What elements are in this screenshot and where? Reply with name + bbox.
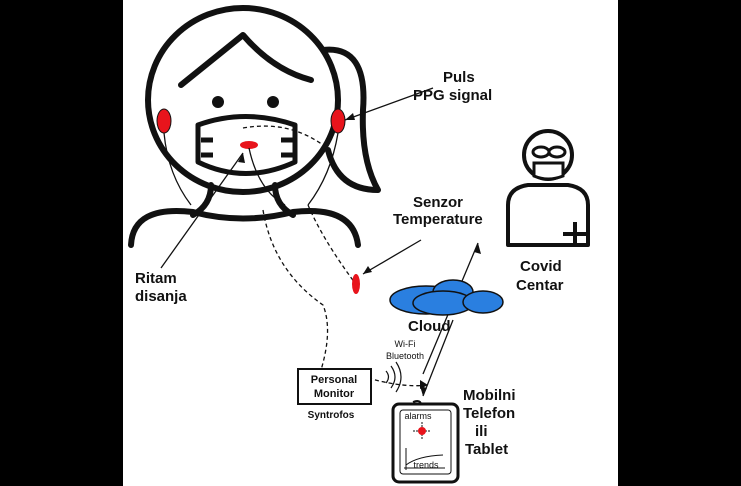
patient-right-eye xyxy=(267,96,279,108)
disanja-label: disanja xyxy=(135,288,187,305)
diagram-svg: Personal Monitor Syntrofos Wi-Fi Bluetoo… xyxy=(128,5,590,484)
syntrofos-label: Syntrofos xyxy=(308,410,355,421)
senzor-label: Senzor xyxy=(413,194,463,211)
patient-figure xyxy=(128,5,381,248)
doctor-mask xyxy=(532,161,565,181)
medical-cross-icon xyxy=(563,222,587,246)
tablet-label: Tablet xyxy=(465,441,508,458)
diagram-canvas: Personal Monitor Syntrofos Wi-Fi Bluetoo… xyxy=(123,0,618,486)
trend-chart-icon xyxy=(404,448,445,470)
monitor-label-line2: Monitor xyxy=(314,388,355,400)
sensor-wires xyxy=(163,132,339,206)
ili-label: ili xyxy=(475,423,488,440)
personal-monitor-box xyxy=(297,368,372,405)
monitor-label-line1: Personal xyxy=(311,374,357,386)
cloud-label: Cloud xyxy=(408,318,451,335)
alarms-label: alarms xyxy=(404,411,432,421)
mobile-phone-screen xyxy=(399,409,452,475)
covid-label: Covid xyxy=(520,258,562,275)
temperature-label: Temperature xyxy=(393,211,483,228)
breathing-sensor-icon xyxy=(240,141,258,149)
ppg-signal-label: PPG signal xyxy=(413,87,492,104)
patient-hair xyxy=(178,32,314,88)
wireless-waves-icon xyxy=(385,361,402,393)
telefon-label: Telefon xyxy=(463,405,515,422)
right-ear-sensor-icon xyxy=(330,108,346,134)
mobilni-label: Mobilni xyxy=(463,387,516,404)
bluetooth-label: Bluetooth xyxy=(386,351,424,361)
cloud-icon xyxy=(389,279,504,316)
ritam-label: Ritam xyxy=(135,270,177,287)
puls-label: Puls xyxy=(443,69,475,86)
wifi-label: Wi-Fi xyxy=(395,339,416,349)
trends-label: trends xyxy=(413,460,439,470)
temperature-sensor-icon xyxy=(352,274,360,294)
patient-left-eye xyxy=(212,96,224,108)
patient-head xyxy=(145,5,341,195)
left-ear-sensor-icon xyxy=(156,108,172,134)
patient-ponytail xyxy=(320,46,381,193)
patient-shoulders xyxy=(128,208,361,248)
centar-label: Centar xyxy=(516,277,564,294)
